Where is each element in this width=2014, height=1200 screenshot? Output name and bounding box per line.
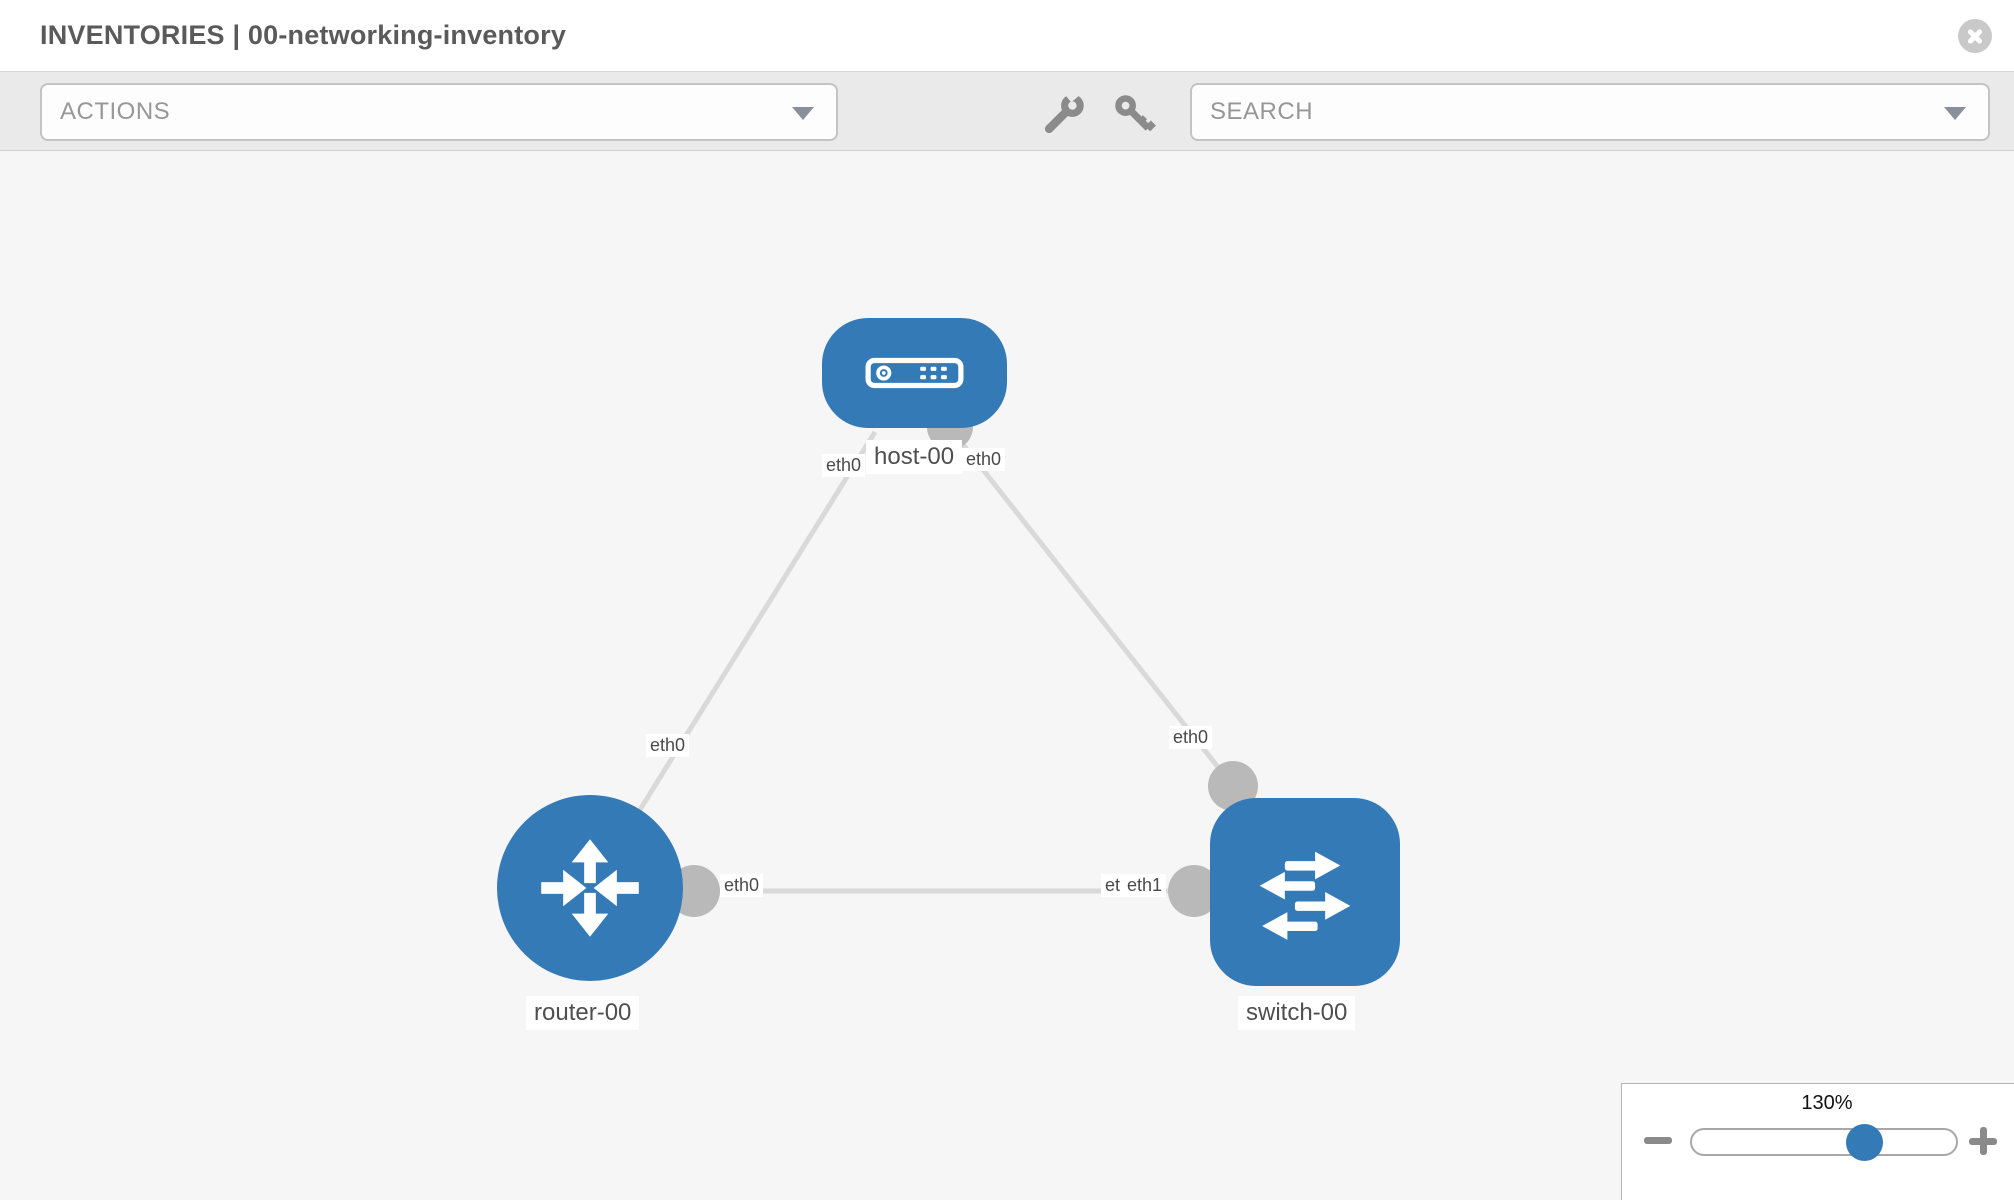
zoom-slider-thumb[interactable]	[1846, 1124, 1883, 1161]
zoom-slider[interactable]	[1690, 1128, 1958, 1156]
interface-label: eth0	[646, 734, 690, 757]
zoom-in-button[interactable]	[1968, 1126, 1998, 1156]
interface-label: eth1	[1123, 874, 1167, 897]
close-button[interactable]	[1958, 19, 1992, 53]
interface-label: eth0	[720, 874, 764, 897]
host-icon	[865, 357, 964, 389]
node-label-router: router-00	[526, 996, 640, 1030]
switch-icon	[1259, 851, 1351, 940]
page-title: INVENTORIES | 00-networking-inventory	[40, 20, 567, 50]
key-icon	[1115, 95, 1156, 132]
topology-canvas[interactable]: host-00 router-00 switch-00 eth0 eth0 et…	[0, 152, 2014, 1200]
node-router-00[interactable]	[497, 795, 683, 981]
node-host-00[interactable]	[822, 318, 1007, 428]
credentials-button[interactable]	[1112, 92, 1156, 136]
search-dropdown[interactable]: SEARCH	[1190, 83, 1990, 141]
interface-label-clipped: et	[1101, 874, 1125, 897]
chevron-down-icon	[792, 107, 814, 120]
interface-label: eth0	[822, 454, 866, 477]
node-label-switch: switch-00	[1238, 996, 1356, 1030]
switch-left-interface-connector[interactable]	[1168, 865, 1220, 917]
zoom-level: 130%	[1801, 1092, 1853, 1114]
wrench-icon	[1044, 86, 1084, 134]
zoom-out-button[interactable]	[1644, 1137, 1672, 1144]
modal-header: INVENTORIES | 00-networking-inventory	[0, 0, 2014, 71]
links-layer	[587, 404, 1305, 917]
configure-button[interactable]	[1042, 86, 1086, 136]
actions-dropdown[interactable]: ACTIONS	[40, 83, 838, 141]
router-icon	[541, 839, 639, 937]
link-host-switch[interactable]	[948, 426, 1272, 835]
node-switch-00[interactable]	[1210, 798, 1400, 986]
chevron-down-icon	[1944, 107, 1966, 120]
minus-icon	[1644, 1137, 1672, 1144]
search-dropdown-label: SEARCH	[1210, 98, 1314, 125]
toolbar: ACTIONS SEARCH	[0, 71, 2014, 151]
actions-dropdown-label: ACTIONS	[60, 98, 171, 125]
interface-label: eth0	[1169, 726, 1213, 749]
node-label-host: host-00	[866, 440, 963, 474]
interface-label: eth0	[962, 448, 1006, 471]
zoom-panel: 130%	[1621, 1083, 2014, 1200]
